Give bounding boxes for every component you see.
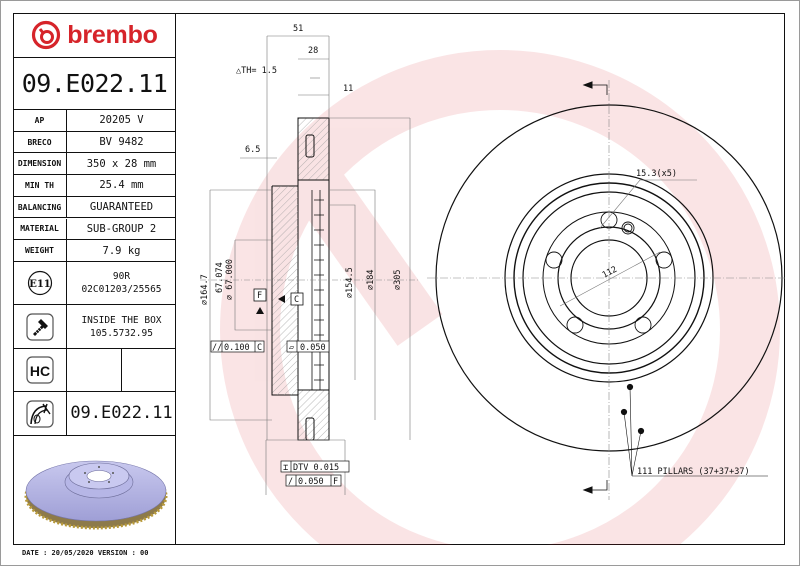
spec-value: SUB-GROUP 2 bbox=[86, 222, 157, 235]
spec-value: BV 9482 bbox=[99, 136, 144, 149]
spec-key: WEIGHT bbox=[13, 240, 67, 261]
spec-row-balancing: BALANCING GUARANTEED bbox=[13, 196, 176, 219]
drawing-frame bbox=[13, 13, 785, 545]
dim-bore-min: ⌀ 67.000 bbox=[225, 259, 235, 300]
svg-text:F: F bbox=[257, 291, 262, 301]
cert-regulation: 90R bbox=[112, 271, 131, 282]
disc-3d-render bbox=[13, 436, 175, 544]
dim-vane-width: 11 bbox=[343, 84, 353, 94]
spec-key: BALANCING bbox=[13, 196, 67, 218]
dim-d-184: ⌀184 bbox=[366, 270, 376, 290]
hc-row: HC bbox=[13, 349, 176, 392]
svg-text:0.050: 0.050 bbox=[300, 343, 326, 353]
spec-key: DIMENSION bbox=[13, 153, 67, 175]
spec-value: 350 x 28 mm bbox=[86, 157, 157, 170]
screws-note: INSIDE THE BOX bbox=[81, 314, 162, 326]
spec-row-dimension: DIMENSION 350 x 28 mm bbox=[13, 153, 176, 176]
pillar-markers bbox=[620, 383, 768, 477]
brand-name: brembo bbox=[67, 20, 158, 49]
spec-key: AP bbox=[13, 110, 67, 131]
pillars-label: 111 PILLARS (37+37+37) bbox=[637, 467, 750, 477]
svg-text:/: / bbox=[288, 477, 293, 487]
brembo-logo-icon bbox=[32, 20, 61, 50]
spec-key: MATERIAL bbox=[13, 218, 67, 240]
spec-value: 25.4 mm bbox=[99, 179, 144, 192]
svg-text:C: C bbox=[294, 295, 299, 305]
datum-f: F bbox=[253, 288, 267, 314]
spec-key: MIN TH bbox=[13, 175, 67, 196]
spec-row-ap: AP 20205 V bbox=[13, 110, 176, 132]
svg-text:F: F bbox=[333, 477, 338, 487]
pad-kit-number: 09.E022.11 bbox=[70, 403, 173, 423]
dim-delta-th: △TH= 1.5 bbox=[236, 66, 277, 76]
date-version: DATE : 20/05/2020 VERSION : 00 bbox=[22, 549, 149, 557]
tolerance-dtv: ⌶ DTV 0.015 bbox=[280, 460, 350, 473]
brake-pad-icon bbox=[25, 399, 54, 428]
dim-d-hat-outer: ⌀164.7 bbox=[200, 274, 210, 305]
spec-value: GUARANTEED bbox=[89, 201, 154, 214]
pad-kit-row: 09.E022.11 bbox=[13, 392, 176, 436]
screw-icon bbox=[25, 312, 54, 341]
svg-text:0.100: 0.100 bbox=[224, 343, 250, 353]
svg-text:0.050: 0.050 bbox=[298, 477, 324, 487]
dim-hat-offset: 6.5 bbox=[245, 145, 260, 155]
screws-part-number: 105.5732.95 bbox=[90, 327, 153, 339]
spec-row-min-th: MIN TH 25.4 mm bbox=[13, 175, 176, 197]
hc-coating-icon: HC bbox=[25, 356, 54, 384]
tolerance-parallelism: // 0.100 C bbox=[210, 340, 265, 353]
tolerance-flatness: ▱ 0.050 bbox=[286, 340, 330, 353]
part-number: 09.E022.11 bbox=[13, 58, 176, 110]
bolt-holes-label: 15.3(x5) bbox=[636, 169, 677, 179]
spec-row-material: MATERIAL SUB-GROUP 2 bbox=[13, 218, 176, 241]
svg-text:HC: HC bbox=[29, 363, 49, 379]
dim-bore-max: 67.074 bbox=[215, 262, 225, 293]
spec-row-breco: BRECO BV 9482 bbox=[13, 131, 176, 154]
dim-d-inner-friction: ⌀154.5 bbox=[345, 267, 355, 298]
svg-text:E11: E11 bbox=[29, 279, 51, 290]
info-panel: brembo 09.E022.11 AP 20205 V BRECO BV 94… bbox=[13, 13, 176, 545]
spec-row-weight: WEIGHT 7.9 kg bbox=[13, 240, 176, 262]
certification-row: E11 90R 02C01203/25565 bbox=[13, 262, 176, 305]
svg-text:C: C bbox=[257, 343, 262, 353]
svg-text://: // bbox=[212, 343, 222, 353]
dim-thickness: 28 bbox=[308, 46, 318, 56]
spec-key: BRECO bbox=[13, 131, 67, 153]
brand-logo: brembo bbox=[13, 13, 176, 58]
spec-value: 20205 V bbox=[99, 114, 144, 127]
front-view bbox=[427, 80, 785, 500]
datum-c: C bbox=[278, 292, 304, 306]
dim-total-height: 51 bbox=[293, 24, 303, 34]
technical-drawing: 51 28 △TH= 1.5 11 6.5 ⌀164.7 67.074 ⌀ 67… bbox=[176, 13, 785, 545]
cert-number: 02C01203/25565 bbox=[81, 284, 162, 295]
spec-value: 7.9 kg bbox=[102, 244, 141, 257]
svg-text:⌶: ⌶ bbox=[283, 463, 288, 473]
section-view bbox=[200, 35, 420, 495]
e11-mark-icon: E11 bbox=[27, 270, 52, 296]
dim-d-305: ⌀305 bbox=[393, 270, 403, 290]
svg-text:▱: ▱ bbox=[289, 343, 295, 353]
screws-row: INSIDE THE BOX 105.5732.95 bbox=[13, 305, 176, 349]
tolerance-runout: / 0.050 F bbox=[285, 474, 342, 487]
svg-text:DTV 0.015: DTV 0.015 bbox=[293, 463, 339, 473]
